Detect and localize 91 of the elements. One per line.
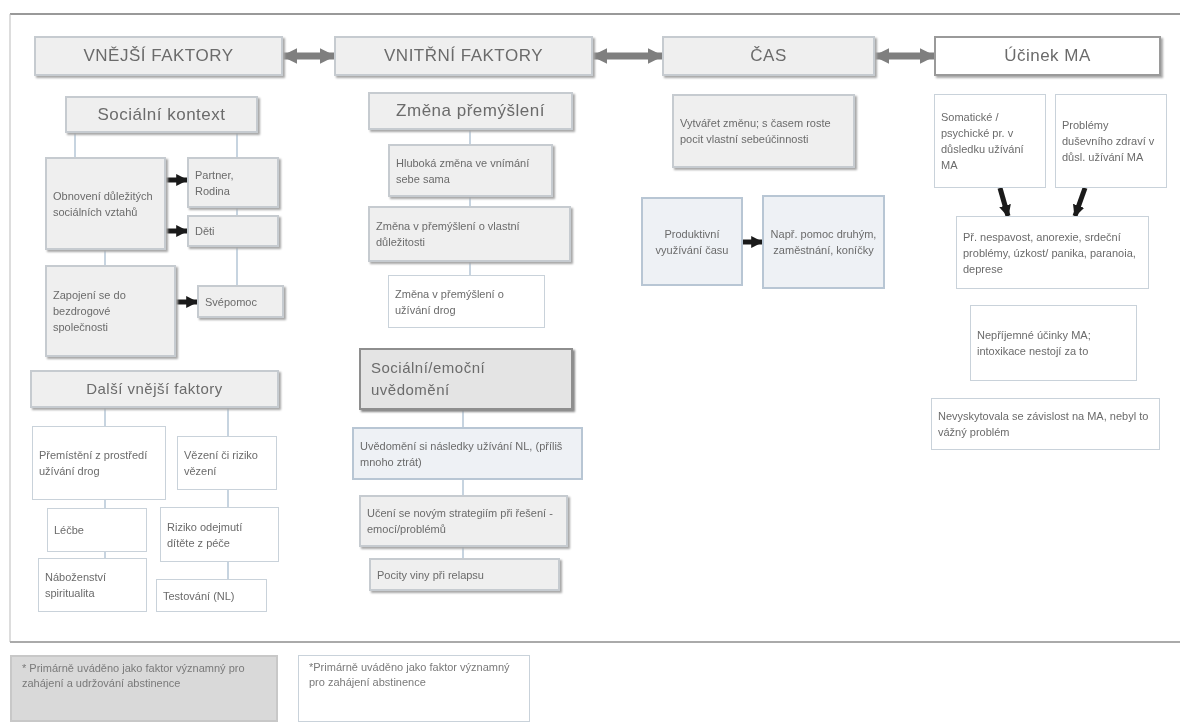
box-text: Přemístění z prostředí užívání drog xyxy=(39,448,149,479)
connector-line xyxy=(104,499,106,509)
box-text: Riziko odejmutí dítěte z péče xyxy=(167,519,244,551)
box-text: Změna v přemýšlení o vlastní důležitosti xyxy=(376,219,521,250)
box-text: Produktivní využívání času xyxy=(654,226,730,258)
arrow xyxy=(743,236,764,248)
box-text: Náboženství spiritualita xyxy=(45,570,108,601)
process-box xyxy=(177,436,277,490)
heading-box xyxy=(34,36,283,76)
heading-box xyxy=(934,36,1161,76)
connector-line xyxy=(74,132,76,158)
process-box xyxy=(197,285,284,318)
heading-box xyxy=(359,348,573,410)
box-text: Vězení či riziko vězení xyxy=(184,448,259,479)
box-text: Testování (NL) xyxy=(163,588,236,604)
process-box xyxy=(359,495,568,547)
process-box xyxy=(388,144,553,197)
process-box xyxy=(1055,94,1167,188)
arrow xyxy=(166,174,189,186)
connector-line xyxy=(104,249,106,266)
box-text: Somatické / psychické pr. v důsledku užívání MA xyxy=(941,110,1025,173)
box-text: Problémy duševního zdraví v důsl. užívání MA xyxy=(1062,118,1156,165)
connector-line xyxy=(462,479,464,496)
process-box xyxy=(956,216,1149,289)
process-box xyxy=(45,265,176,357)
arrow xyxy=(1072,187,1088,218)
heading-text: Změna přemýšlení xyxy=(395,100,546,123)
box-text: Partner, Rodina xyxy=(195,167,235,199)
box-text: Léčbe xyxy=(54,523,85,538)
connector-line xyxy=(104,551,106,559)
process-box xyxy=(970,305,1137,381)
connector-line xyxy=(462,409,464,428)
process-box xyxy=(641,197,743,286)
arrow xyxy=(997,187,1011,218)
process-box xyxy=(156,579,267,612)
heading-box xyxy=(334,36,593,76)
heading-text: Účinek MA xyxy=(1003,45,1092,68)
box-text: Obnovení důležitých sociálních vztahů xyxy=(53,188,154,220)
process-box xyxy=(32,426,166,500)
box-text: Nepříjemné účinky MA; intoxikace nestojí za to xyxy=(977,328,1092,359)
process-box xyxy=(38,558,147,612)
heading-text: ČAS xyxy=(749,45,788,68)
box-text: Hluboká změna ve vnímání sebe sama xyxy=(396,155,531,187)
box-text: Zapojení se do bezdrogové společnosti xyxy=(53,288,127,335)
box-text: Učení se novým strategiím při řešení - emocí/problémů xyxy=(367,506,554,537)
box-text: Vytvářet změnu; s časem roste pocit vlastní sebeúčinnosti xyxy=(680,116,832,147)
legend-text: *Primárně uváděno jako faktor významný pro zahájení abstinence xyxy=(309,660,511,690)
box-text: Děti xyxy=(195,224,216,239)
process-box xyxy=(187,157,279,208)
process-box xyxy=(762,195,885,289)
heading-box xyxy=(368,92,573,130)
connector-line xyxy=(227,407,229,437)
box-text: Př. nespavost, anorexie, srdeční problémy, úzkost/ panika, paranoia, deprese xyxy=(963,229,1137,277)
heading-text: Další vnější faktory xyxy=(85,378,224,399)
box-text: Uvědomění si následky užívání NL, (příliš mnoho ztrát) xyxy=(360,438,564,470)
process-box xyxy=(388,275,545,328)
heading-box xyxy=(30,370,279,408)
connector-line xyxy=(227,561,229,580)
heading-text: Sociální/emoční uvědomění xyxy=(371,357,487,400)
box-text: Např. pomoc druhým, zaměstnání, koníčky xyxy=(770,227,877,258)
heading-box xyxy=(65,96,258,133)
process-box xyxy=(931,398,1160,450)
box-text: Změna v přemýšlení o užívání drog xyxy=(395,286,505,318)
connector-line xyxy=(469,196,471,207)
box-text: Pocity viny při relapsu xyxy=(377,567,485,583)
box-text: Svépomoc xyxy=(205,294,258,310)
process-box xyxy=(160,507,279,562)
connector-line xyxy=(236,207,238,216)
heading-text: VNĚJŠÍ FAKTORY xyxy=(82,45,235,68)
process-box xyxy=(369,558,560,591)
arrow xyxy=(176,296,199,308)
connector-line xyxy=(469,261,471,276)
connector-line xyxy=(236,246,238,286)
connector-line xyxy=(227,489,229,508)
process-box xyxy=(368,206,571,262)
heading-box xyxy=(662,36,875,76)
process-box xyxy=(45,157,166,250)
heading-text: VNITŘNÍ FAKTORY xyxy=(383,45,544,68)
legend-text: * Primárně uváděno jako faktor významný pro zahájení a udržování abstinence xyxy=(22,661,246,691)
box-text: Nevyskytovala se závislost na MA, nebyl to vážný problém xyxy=(938,409,1150,440)
heading-text: Sociální kontext xyxy=(96,103,227,126)
connector-line xyxy=(104,407,106,427)
process-box xyxy=(934,94,1046,188)
process-box xyxy=(47,508,147,552)
arrow xyxy=(166,225,189,237)
connector-line xyxy=(462,546,464,559)
connector-line xyxy=(469,129,471,145)
process-box xyxy=(352,427,583,480)
connector-line xyxy=(236,132,238,158)
process-box xyxy=(187,215,279,247)
process-box xyxy=(672,94,855,168)
